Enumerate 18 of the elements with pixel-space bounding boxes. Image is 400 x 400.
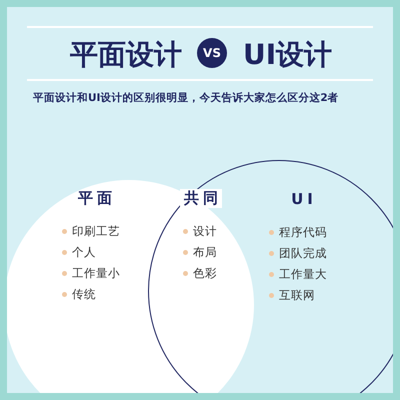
list-item: 色彩 (193, 266, 217, 280)
subtitle-text: 平面设计和UI设计的区别很明显，今天告诉大家怎么区分这2者 (33, 91, 339, 105)
list-item: 程序代码 (279, 225, 327, 239)
section-heading: 平面 (78, 189, 116, 208)
list-item: 互联网 (279, 288, 315, 302)
section-heading: UI (291, 190, 317, 208)
list-item: 团队完成 (279, 246, 327, 260)
list-item: 设计 (193, 224, 217, 238)
list-item: 工作量小 (72, 266, 120, 280)
list-item: 传统 (72, 287, 96, 301)
title-text: 平面设计 (70, 37, 182, 73)
list-item: 印刷工艺 (72, 224, 120, 238)
list-item: 工作量大 (279, 267, 327, 281)
title-text: UI设计 (243, 37, 332, 73)
list-item: 个人 (72, 245, 96, 259)
list-item: 布局 (193, 245, 217, 259)
vs-badge: VS (197, 38, 227, 68)
section-heading: 共同 (180, 189, 222, 208)
